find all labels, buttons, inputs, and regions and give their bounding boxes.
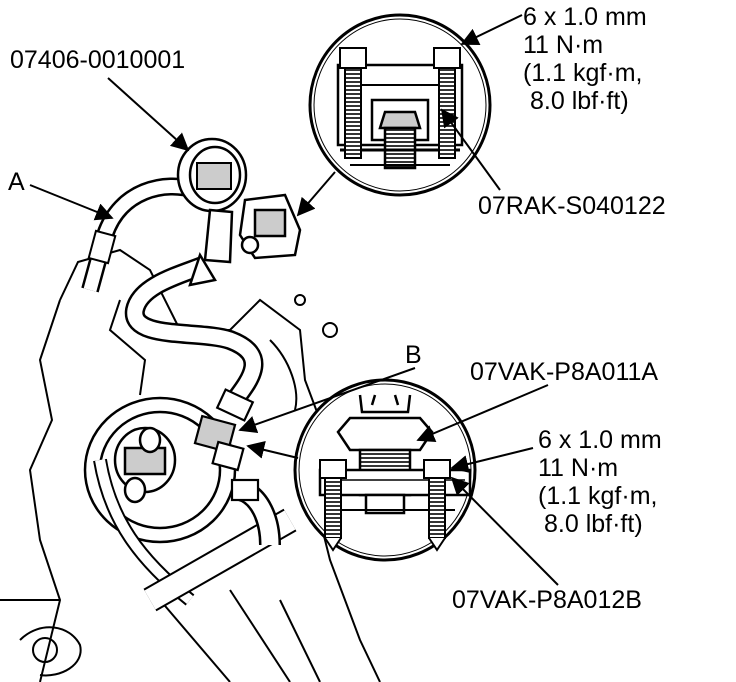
torque-upper-kgfm: (1.1 kgf·m, [523, 59, 642, 87]
leader-lower-bolt [450, 447, 534, 473]
lower-adapter-a-part-label: 07VAK-P8A011A [470, 358, 658, 386]
upper-bolt-left [339, 47, 367, 159]
leader-inset-to-gauge-adapter [296, 171, 336, 217]
torque-lower-nm: 11 N·m [538, 454, 618, 482]
torque-upper-lbfft: 8.0 lbf·ft) [530, 87, 629, 115]
leader-inset-to-joint [246, 441, 299, 459]
upper-adapter-body [336, 63, 464, 170]
lower-adapter-b-part-label: 07VAK-P8A012B [452, 586, 642, 614]
torque-lower-bolt: 6 x 1.0 mm [538, 426, 662, 454]
pressure-gauge [176, 137, 248, 287]
torque-spec-lower: 6 x 1.0 mm 11 N·m (1.1 kgf·m, 8.0 lbf·ft… [538, 426, 662, 538]
gauge-part-label: 07406-0010001 [10, 46, 185, 74]
upper-detail-inset [308, 13, 492, 197]
leader-lines [29, 14, 559, 586]
leader-hose-a [29, 184, 114, 221]
upper-adapter-part-label: 07RAK-S040122 [478, 192, 666, 220]
engine-block [0, 248, 381, 682]
gauge-adapter [238, 193, 302, 260]
joint-b-label: B [405, 341, 422, 369]
lower-detail-inset [293, 378, 477, 562]
torque-spec-upper: 6 x 1.0 mm 11 N·m (1.1 kgf·m, 8.0 lbf·ft… [523, 3, 647, 115]
leader-joint-b [238, 367, 416, 434]
torque-upper-nm: 11 N·m [523, 31, 603, 59]
leader-upper-bolt [460, 14, 523, 46]
leader-gauge-part [107, 77, 190, 152]
lower-bolt-right [423, 459, 451, 552]
torque-lower-lbfft: 8.0 lbf·ft) [544, 510, 643, 538]
joint-b-fitting [193, 388, 260, 502]
leader-lower-adapter-a [416, 384, 549, 442]
leader-lower-adapter-b [450, 476, 559, 586]
torque-lower-kgfm: (1.1 kgf·m, [538, 482, 657, 510]
lower-bolt-left [319, 459, 347, 552]
leader-upper-adapter [440, 108, 501, 191]
torque-upper-bolt: 6 x 1.0 mm [523, 3, 647, 31]
hose-a-label: A [8, 168, 25, 196]
gauge-hose [124, 255, 281, 546]
